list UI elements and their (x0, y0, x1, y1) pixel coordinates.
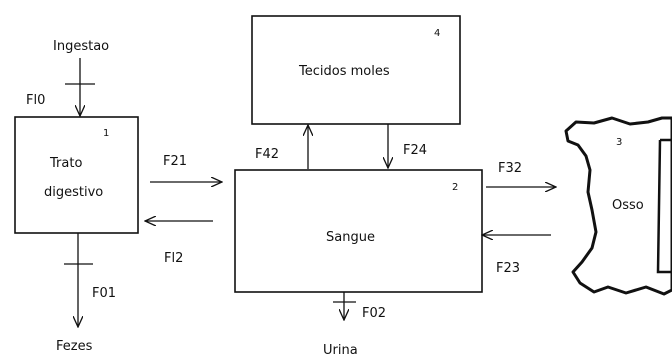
intake-label: Ingestao (53, 39, 109, 54)
flow-f21-label: F21 (163, 154, 187, 169)
bone-shape: 3 Osso (564, 116, 672, 296)
urine-label: Urina (323, 343, 358, 358)
digestive-tract-label-line2: digestivo (44, 185, 103, 200)
digestive-tract-number: 1 (103, 128, 109, 139)
blood-box: 2 Sangue (234, 169, 483, 293)
soft-tissue-box: 4 Tecidos moles (251, 15, 461, 125)
flow-f32-label: F32 (498, 161, 522, 176)
flow-f23-label: F23 (496, 261, 520, 276)
feces-label: Fezes (56, 339, 93, 354)
digestive-tract-label-line1: Trato (49, 156, 82, 171)
flow-f01-label: F01 (92, 286, 116, 301)
digestive-tract-box: 1 Trato digestivo (14, 116, 139, 234)
flow-f24-label: F24 (403, 143, 427, 158)
blood-label: Sangue (326, 230, 375, 245)
bone-number: 3 (616, 137, 622, 148)
bone-label: Osso (612, 198, 644, 213)
soft-tissue-number: 4 (434, 28, 440, 39)
blood-number: 2 (452, 182, 458, 193)
flow-f12-label: Fl2 (164, 251, 183, 266)
soft-tissue-label: Tecidos moles (298, 64, 390, 79)
flow-f02-label: F02 (362, 306, 386, 321)
flow-f10-label: Fl0 (26, 93, 45, 108)
flow-f42-label: F42 (255, 147, 279, 162)
